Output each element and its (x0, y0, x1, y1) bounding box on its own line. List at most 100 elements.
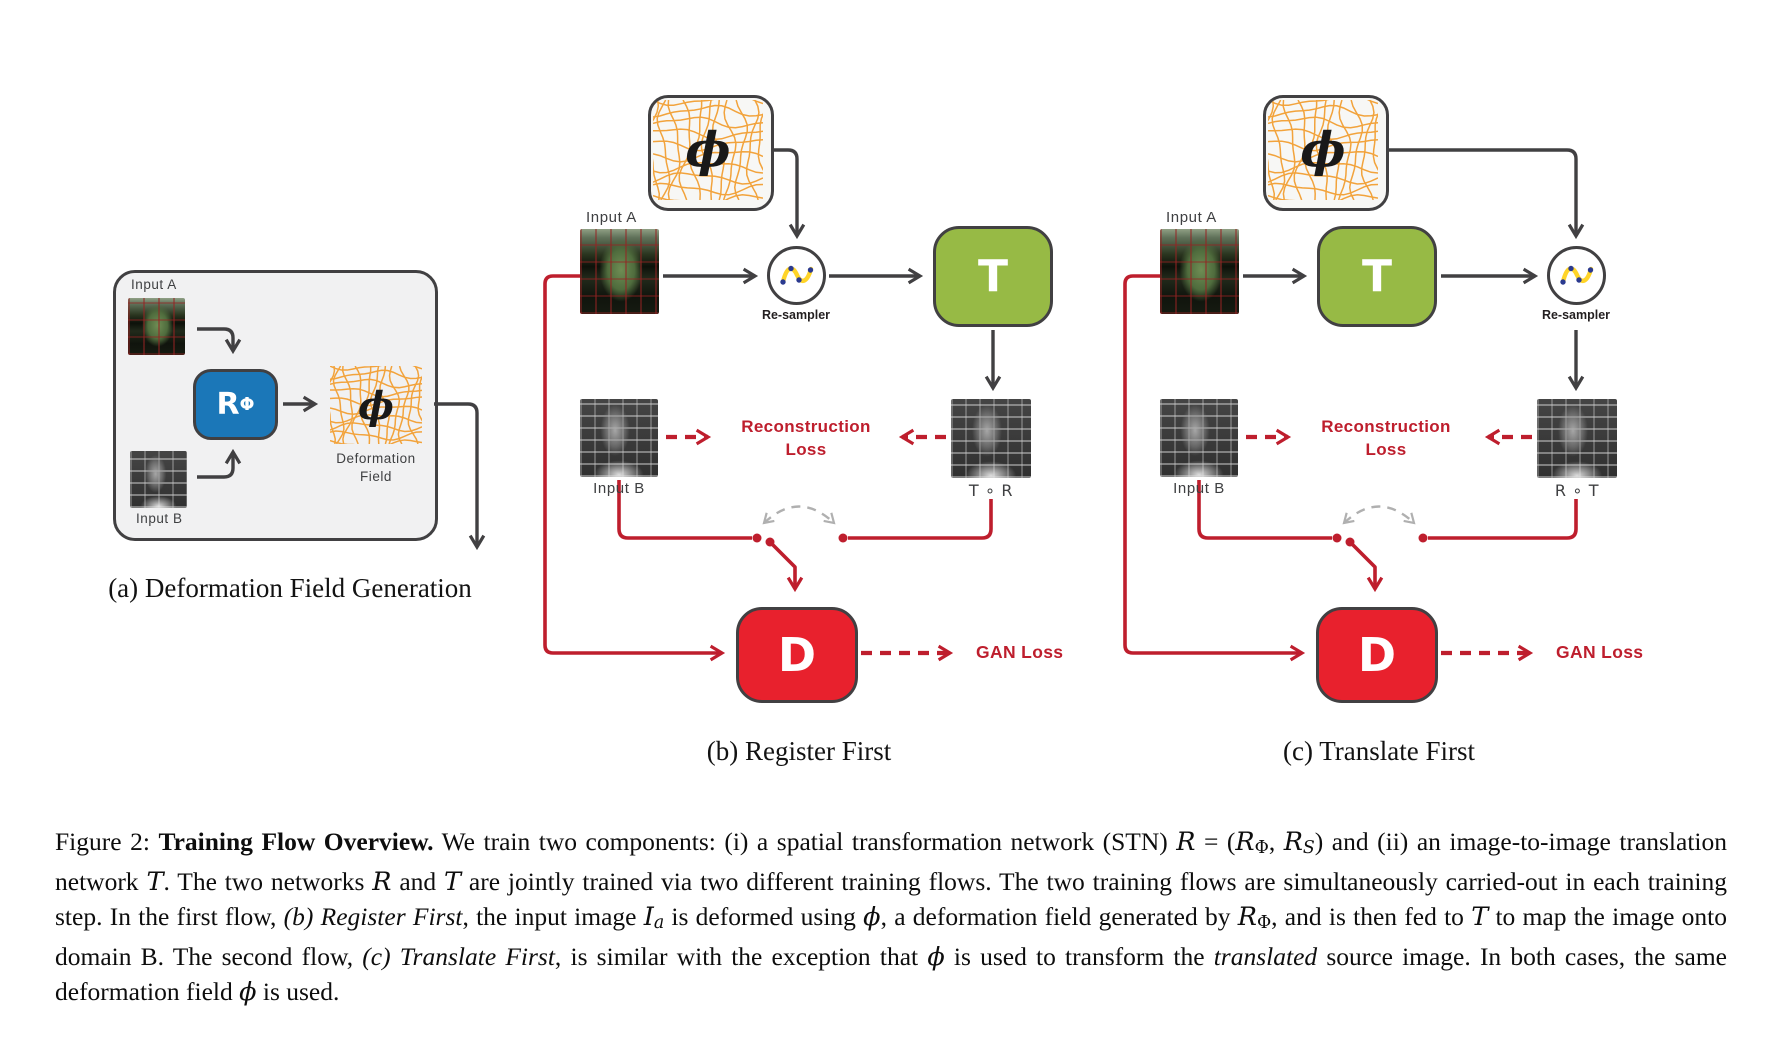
grid-line (1283, 100, 1295, 200)
input-a-label: Input A (586, 209, 637, 226)
grid-line (330, 379, 422, 387)
switch-pivot (1345, 537, 1355, 547)
grid-line (330, 406, 422, 414)
grid-line (653, 100, 659, 200)
flow-TR-to-switch (848, 499, 993, 540)
grid-line (653, 117, 763, 128)
switch-arm-to-D (770, 542, 804, 593)
reconstruction-loss-label-line1: Reconstruction (741, 417, 871, 436)
grid-line (398, 366, 408, 444)
node-d-letter: D (1357, 628, 1397, 682)
deformation-field-box (1263, 95, 1389, 211)
caption-segment: and (391, 867, 445, 897)
arrow-phi-to-resampler (770, 148, 806, 240)
grid-line (1272, 100, 1284, 200)
grid-line (1268, 152, 1378, 162)
resampler-wave-icon (1559, 265, 1593, 285)
node-t-letter: T (977, 251, 1008, 302)
t-compose-r-label: T ∘ R (968, 481, 1014, 500)
grid-line (713, 100, 725, 200)
deformation-grid (330, 366, 422, 444)
grid-line (1268, 106, 1378, 118)
grid-line (370, 366, 379, 444)
caption-segment: , is similar with the exception that (554, 942, 928, 972)
caption-math: ϕ (927, 942, 945, 973)
caption-segment: to map the image onto domain B. The seco… (55, 901, 1728, 972)
caption-subscript: Φ (1254, 837, 1269, 858)
deformation-field-label-line1: Deformation (336, 451, 416, 466)
grid-line (653, 152, 763, 162)
input-b-label: Input B (1173, 480, 1225, 497)
grid-line (1339, 100, 1351, 200)
caption-subscript: S (1302, 837, 1315, 858)
grid-line (653, 106, 763, 118)
caption-segment: ) and (ii) an image-to-image translation… (55, 826, 1728, 897)
caption-italic: (b) Register First (283, 901, 463, 931)
caption-math: T (146, 867, 164, 898)
switch-left-terminal (752, 533, 762, 543)
grid-line (330, 423, 422, 432)
input-a-label: Input A (131, 277, 177, 292)
reconstruction-loss-label-line2: Loss (785, 440, 827, 459)
gan-loss-label: GAN Loss (976, 642, 1064, 662)
flow-RT-to-switch (1428, 499, 1578, 540)
panel-b-caption: (b) Register First (706, 736, 892, 766)
caption-segment: Figure 2: (55, 826, 159, 856)
switch-pivot (765, 537, 775, 547)
grid-line (380, 366, 390, 444)
caption-subscript: a (653, 912, 665, 933)
input-a-photo (580, 229, 659, 314)
grid-line (330, 389, 422, 397)
caption-math: ϕ (239, 976, 257, 1007)
grid-line (1316, 100, 1327, 200)
grid-line (1294, 100, 1305, 200)
translation-network-node: T (1317, 226, 1437, 327)
grid-line (1328, 100, 1340, 200)
grid-line (653, 129, 763, 139)
resampler-label: Re-sampler (1541, 308, 1611, 322)
caption-segment: , a deformation field generated by (880, 901, 1238, 931)
grid-line (333, 366, 343, 444)
grid-line (330, 366, 335, 444)
caption-segment: We train two components: (i) a spatial t… (433, 826, 1177, 856)
input-b-photo (130, 451, 187, 508)
caption-math: R (1235, 826, 1255, 857)
deformation-grid (1268, 100, 1378, 200)
grid-line (1268, 195, 1378, 200)
node-r-subscript: Φ (239, 394, 255, 415)
input-b-photo (1160, 399, 1238, 477)
switch-right-terminal (1418, 533, 1428, 543)
switch-left-terminal (1332, 533, 1342, 543)
arrow-panel-a-output (434, 402, 486, 551)
grid-line (1268, 100, 1274, 200)
caption-italic: translated (1213, 942, 1318, 972)
caption-segment: = ( (1195, 826, 1236, 856)
caption-math: R (1283, 826, 1303, 857)
grid-line (408, 366, 418, 444)
grid-line (1373, 100, 1378, 200)
caption-math: R (1237, 901, 1257, 932)
phi-symbol: ϕ (685, 122, 731, 178)
grid-line (653, 195, 763, 200)
grid-line (1268, 100, 1378, 105)
grid-line (1268, 140, 1378, 151)
grid-line (389, 366, 399, 444)
caption-bold-title: Training Flow Overview. (158, 826, 434, 856)
caption-math: R (1176, 826, 1196, 857)
caption-segment: source image. In both cases, the same de… (55, 942, 1727, 1006)
grid-line (330, 370, 422, 379)
panel-c-caption: (c) Translate First (1283, 736, 1475, 766)
switch-swap-arc (1342, 505, 1416, 525)
grid-line (653, 100, 763, 105)
grid-line (653, 173, 763, 184)
deformation-field-box (648, 95, 774, 211)
grid-line (1362, 100, 1374, 200)
caption-segment: is used. (256, 976, 340, 1006)
grid-line (343, 366, 353, 444)
phi-symbol: ϕ (358, 382, 394, 428)
caption-italic: (c) Translate First (362, 942, 555, 972)
caption-segment: , the input image (462, 901, 644, 931)
caption-segment: , and is then fed to (1271, 901, 1472, 931)
reconstruction-loss-label-line1: Reconstruction (1321, 417, 1451, 436)
